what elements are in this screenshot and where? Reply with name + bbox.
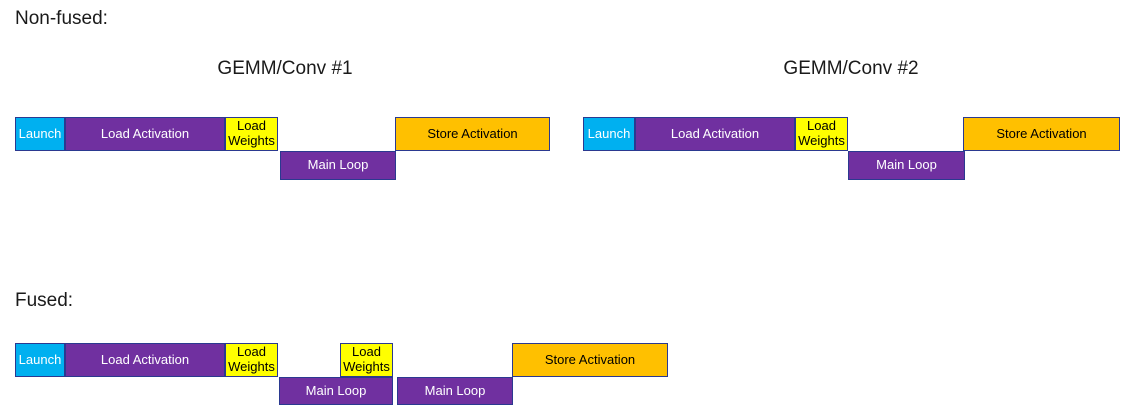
timeline-block-load: Load Activation (65, 117, 225, 151)
timeline-block-launch: Launch (583, 117, 635, 151)
timeline-block-store: Store Activation (395, 117, 550, 151)
group-title-gemm-conv-2: GEMM/Conv #2 (783, 58, 919, 79)
timeline-block-weights: Load Weights (795, 117, 848, 151)
timeline-block-store: Store Activation (512, 343, 668, 377)
section-label-nonfused: Non-fused: (15, 8, 108, 29)
timeline-block-launch: Launch (15, 117, 65, 151)
timeline-block-weights: Load Weights (225, 343, 278, 377)
timeline-block-mainloop: Main Loop (397, 377, 513, 405)
timeline-block-mainloop: Main Loop (280, 151, 396, 180)
timeline-block-weights: Load Weights (340, 343, 393, 377)
timeline-block-store: Store Activation (963, 117, 1120, 151)
timeline-block-weights: Load Weights (225, 117, 278, 151)
timeline-block-mainloop: Main Loop (848, 151, 965, 180)
section-label-fused: Fused: (15, 290, 74, 311)
timeline-block-load: Load Activation (65, 343, 225, 377)
group-title-gemm-conv-1: GEMM/Conv #1 (217, 58, 353, 79)
timeline-block-load: Load Activation (635, 117, 795, 151)
timeline-block-mainloop: Main Loop (279, 377, 393, 405)
timeline-block-launch: Launch (15, 343, 65, 377)
